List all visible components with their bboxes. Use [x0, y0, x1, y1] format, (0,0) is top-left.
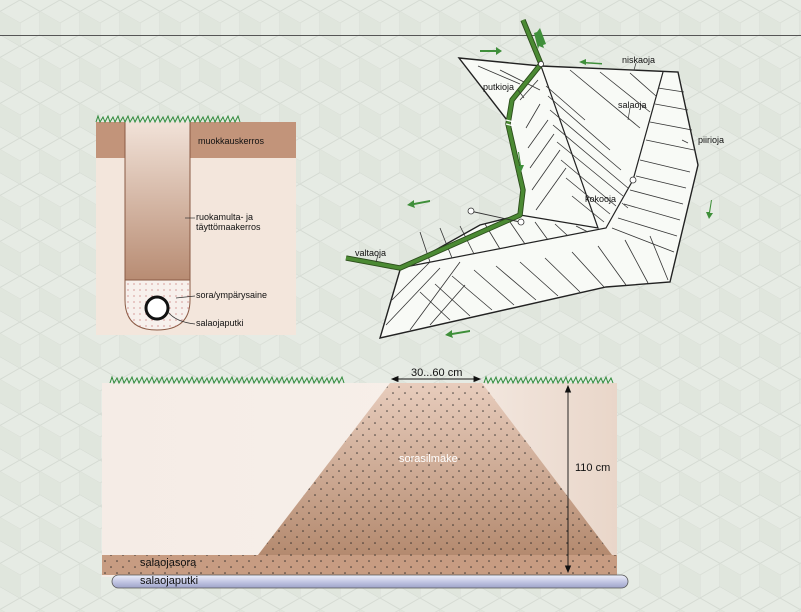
drain-pipe [111, 574, 629, 589]
topsoil-label: muokkauskerros [198, 136, 265, 146]
height-label: 110 cm [575, 462, 611, 474]
top-rule [0, 35, 801, 36]
top-width-dimension [390, 375, 482, 383]
trench-fill [125, 122, 190, 280]
collector-drain-label: kokooja [585, 194, 617, 204]
headland-ditch-label: niskaoja [622, 55, 656, 65]
top-width-label: 30...60 cm [411, 367, 463, 379]
pipe-ditch-label: putkioja [483, 82, 515, 92]
fill-layer-label: ruokamulta- ja täyttömaakerros [196, 212, 261, 233]
flow-arrows [407, 28, 713, 338]
drain-pipe-label: salaojaputki [140, 575, 199, 587]
mound-label: sorasilmäke [399, 453, 458, 465]
grass-strip [95, 114, 241, 124]
main-ditch [345, 19, 543, 270]
gravel-bed-label: salaojasora [140, 557, 197, 569]
gravel-label: sora/ympärysaine [196, 290, 268, 300]
height-dimension [564, 384, 572, 574]
pipe-label: salaojaputki [196, 318, 244, 328]
edge-ditch-label: piirioja [698, 135, 725, 145]
main-ditch-label: valtaoja [355, 248, 387, 258]
drain-label: salaoja [618, 100, 647, 110]
collector-drain-line [399, 71, 664, 269]
grass-strip-bottom [109, 375, 614, 385]
drain-pipe-circle [144, 295, 170, 321]
